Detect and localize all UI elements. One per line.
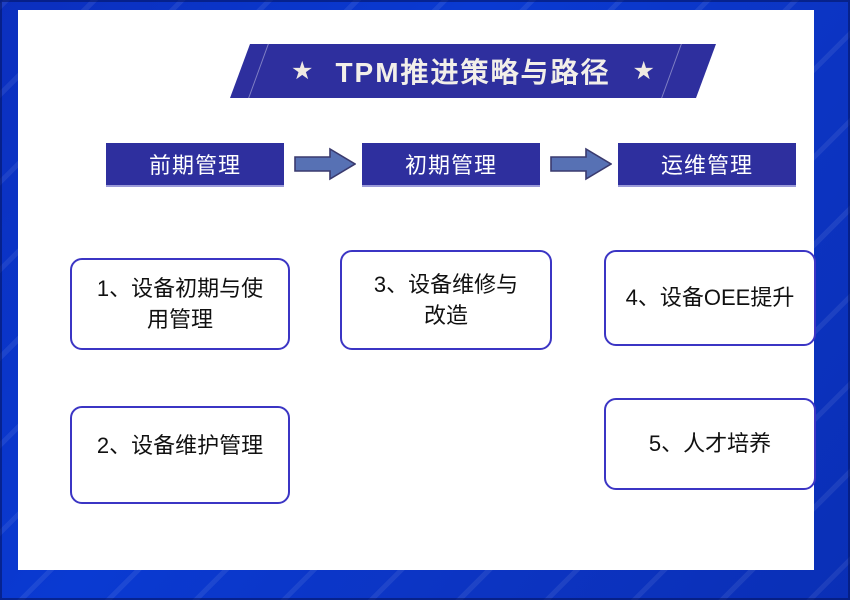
arrow-stage2-to-stage3 — [550, 147, 613, 181]
stage-header-3[interactable]: 运维管理 — [618, 143, 796, 187]
title-banner-shape — [230, 44, 716, 98]
page-title: TPM推进策略与路径 — [335, 57, 611, 88]
stage-header-1-label: 前期管理 — [148, 153, 241, 178]
star-icon-right: ★ — [632, 56, 655, 85]
star-icon-left: ★ — [291, 56, 314, 85]
stage-header-1[interactable]: 前期管理 — [106, 143, 284, 187]
content-box-1-label: 1、设备初期与使 用管理 — [96, 275, 264, 332]
stage-header-2[interactable]: 初期管理 — [362, 143, 540, 187]
content-box-3[interactable]: 3、设备维修与 改造 — [340, 250, 552, 350]
title-banner: ★ TPM推进策略与路径 ★ — [230, 44, 716, 98]
stage-header-2-label: 初期管理 — [404, 153, 497, 178]
content-box-5-label: 5、人才培养 — [648, 431, 772, 457]
stage-header-3-label: 运维管理 — [660, 153, 753, 178]
content-box-4-label: 4、设备OEE提升 — [625, 285, 795, 311]
content-box-4[interactable]: 4、设备OEE提升 — [604, 250, 816, 346]
white-content-canvas: ★ TPM推进策略与路径 ★ 前期管理 初期管理 — [18, 10, 816, 570]
arrow-stage1-to-stage2 — [294, 147, 357, 181]
content-box-2-label: 2、设备维护管理 — [96, 433, 264, 458]
content-box-5[interactable]: 5、人才培养 — [604, 398, 816, 490]
content-box-2[interactable]: 2、设备维护管理 — [70, 406, 290, 504]
content-box-1[interactable]: 1、设备初期与使 用管理 — [70, 258, 290, 350]
stage-header-row: 前期管理 初期管理 运维管理 — [70, 143, 816, 187]
content-box-3-label: 3、设备维修与 改造 — [373, 271, 519, 328]
